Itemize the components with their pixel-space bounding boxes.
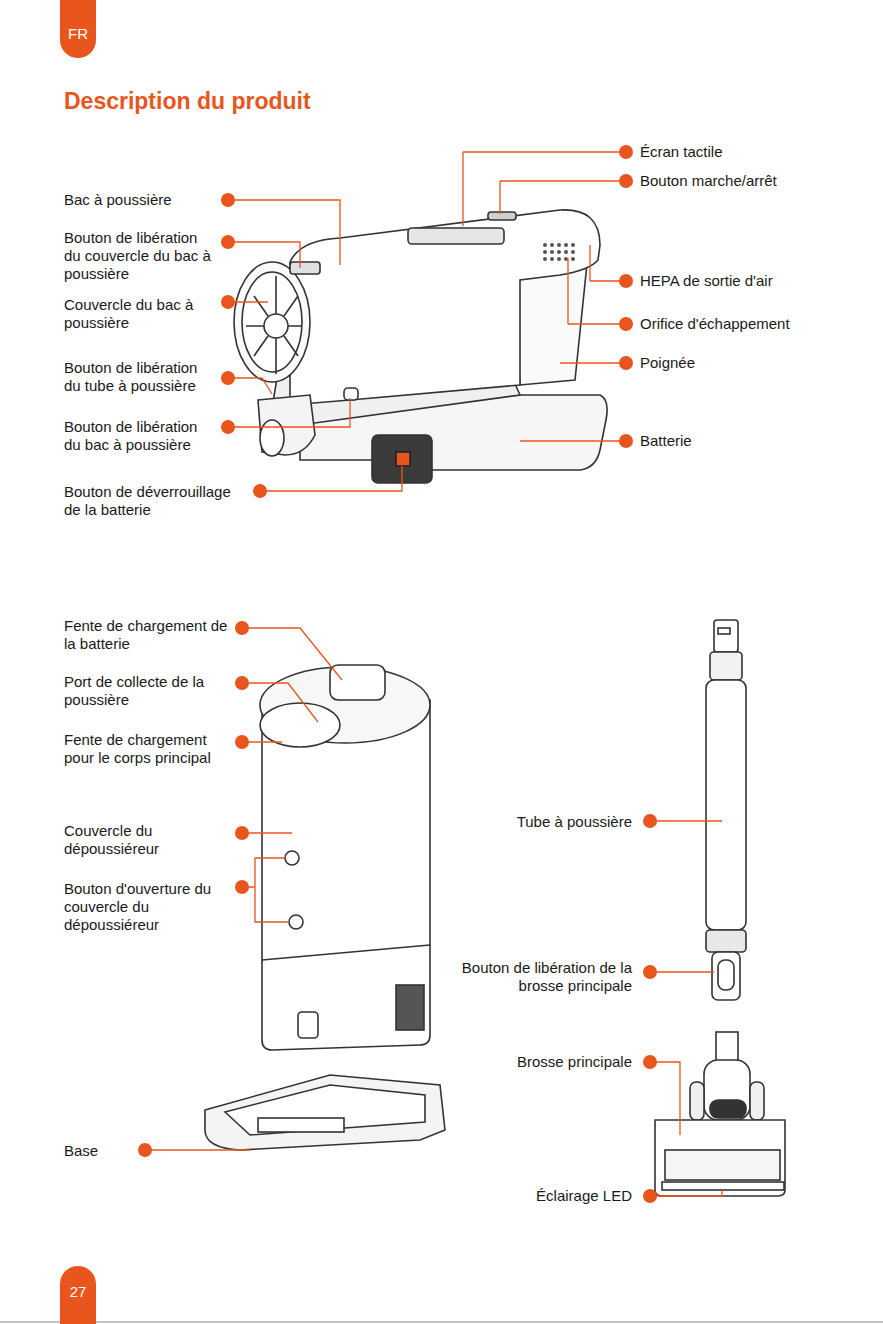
main-brush [655, 1032, 785, 1196]
part-label: Bouton de libération du couvercle du bac… [64, 229, 216, 283]
part-label: Bouton de libération du bac à poussière [64, 418, 216, 454]
part-label: Couvercle du bac à poussière [64, 296, 214, 332]
part-label: Tube à poussière [432, 813, 632, 831]
part-label: Bouton d'ouverture du couvercle du dépou… [64, 880, 212, 934]
part-label: Poignée [640, 354, 840, 372]
part-label: Fente de chargement de la batterie [64, 617, 229, 653]
part-label: Fente de chargement pour le corps princi… [64, 731, 239, 767]
tab-text: FR [68, 25, 88, 42]
part-label: Base [64, 1142, 134, 1160]
docking-station [205, 665, 445, 1150]
dust-tube [706, 620, 746, 1000]
part-label: Bouton marche/arrêt [640, 172, 840, 190]
part-label: Batterie [640, 432, 840, 450]
page-tab: FR [60, 0, 96, 58]
handheld-vacuum [234, 210, 607, 483]
part-label: Port de collecte de la poussière [64, 673, 224, 709]
footer-rule [0, 1322, 883, 1323]
part-label: Écran tactile [640, 143, 840, 161]
part-label: Bouton de déverrouillage de la batterie [64, 483, 249, 519]
part-label: Bouton de libération du tube à poussière [64, 359, 216, 395]
part-label: Brosse principale [432, 1053, 632, 1071]
part-label: Couvercle du dépoussiéreur [64, 822, 204, 858]
part-label: HEPA de sortie d'air [640, 272, 840, 290]
part-label: Orifice d'échappement [640, 315, 860, 333]
page-title: Description du produit [64, 88, 311, 115]
callout-dots [138, 145, 657, 1203]
page-tab: 27 [60, 1266, 96, 1324]
part-label: Bouton de libération de la brosse princi… [452, 959, 632, 995]
part-label: Éclairage LED [432, 1187, 632, 1205]
tab-text: 27 [70, 1283, 87, 1300]
leader-lines [145, 152, 722, 1196]
part-label: Bac à poussière [64, 191, 224, 209]
